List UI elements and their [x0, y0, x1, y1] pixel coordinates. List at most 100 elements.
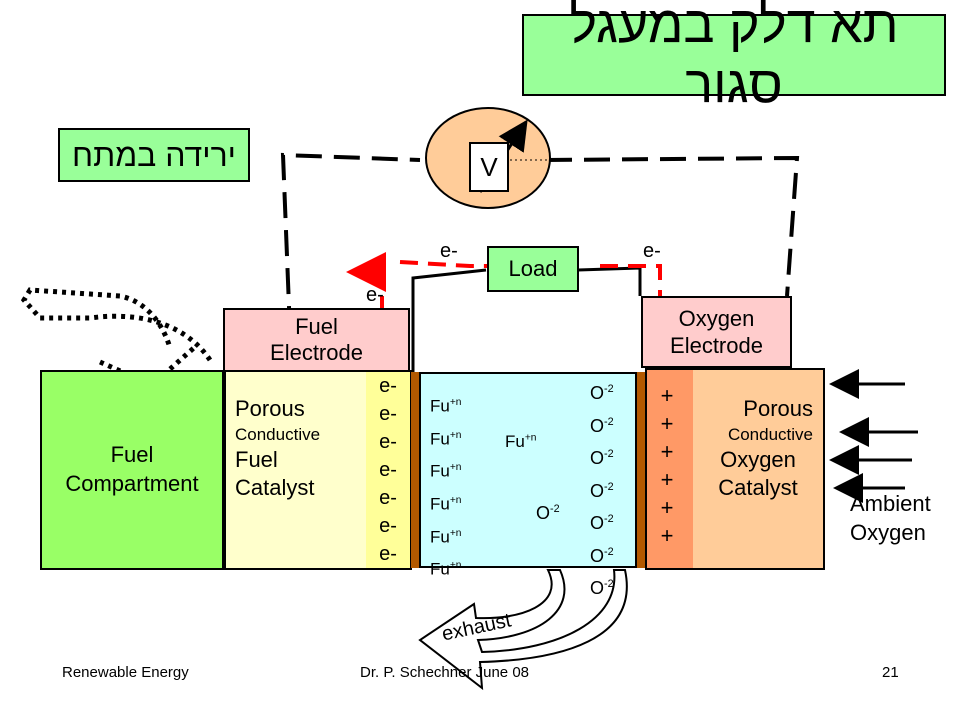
- oxygen-ion-charge: -2: [604, 415, 614, 428]
- fuel-ion-charge: +n: [449, 429, 462, 441]
- oxygen-ion-base: O: [590, 448, 605, 468]
- fuel-catalyst-line2: Conductive: [235, 424, 321, 444]
- oxygen-catalyst-line2: Conductive: [727, 424, 813, 444]
- oxygen-ion-charge: -2: [604, 448, 614, 460]
- load-wire-left: [411, 268, 487, 372]
- fuel-ion-base: Fu: [430, 527, 450, 547]
- ambient-oxygen-line2: Oxygen: [850, 519, 926, 545]
- load-wire-right: [577, 266, 642, 296]
- electron-label-right: e-: [643, 240, 661, 262]
- oxygen-ion-base: O: [590, 545, 605, 566]
- oxygen-ion-base: O: [590, 578, 605, 598]
- positive-charge-column: + + + + + +: [647, 382, 687, 550]
- ambient-oxygen-label: Ambient Oxygen: [850, 490, 931, 547]
- oxygen-ion-label: O-2: [590, 440, 614, 473]
- positive-charge-label: +: [660, 467, 674, 492]
- oxygen-ion-charge: -2: [604, 383, 614, 395]
- fuel-ion-label: Fu+n: [430, 453, 461, 486]
- oxygen-ion-base: O: [590, 415, 605, 436]
- fuel-catalyst-line4: Catalyst: [235, 475, 315, 501]
- oxygen-catalyst-line1: Porous: [743, 396, 813, 421]
- electron-label: e-: [379, 515, 397, 537]
- electron-strip: [366, 372, 410, 568]
- fuel-electrode-line1: Fuel: [295, 313, 338, 339]
- electron-label: e-: [379, 543, 397, 565]
- fuel-catalyst-line1: Porous: [235, 396, 305, 421]
- fuel-ion-base: Fu: [430, 429, 450, 449]
- fuel-ion-label: Fu+n: [430, 388, 461, 421]
- fuel-ion-arrow-label-base: Fu: [505, 432, 525, 451]
- oxygen-ion-base: O: [590, 383, 605, 403]
- footer-author-date: Dr. P. Schechner June 08: [360, 664, 529, 681]
- oxygen-ion-label: O-2: [590, 538, 614, 571]
- oxygen-electrode: Oxygen Electrode: [641, 296, 792, 368]
- oxygen-side-separator: [637, 372, 645, 568]
- load-label: Load: [508, 256, 558, 281]
- fuel-ion-label: Fu+n: [430, 486, 461, 519]
- oxygen-ion-arrow-label-charge: -2: [550, 503, 560, 515]
- footer-page-number: 21: [882, 664, 899, 681]
- fuel-ion-charge: +n: [449, 494, 462, 506]
- fuel-ion-charge: +n: [449, 527, 462, 539]
- electron-label: e-: [379, 431, 397, 453]
- oxygen-catalyst-text: Porous Conductive Oxygen Catalyst: [693, 395, 823, 503]
- electron-label: e-: [379, 403, 397, 425]
- positive-charge-label: +: [660, 383, 674, 408]
- oxygen-catalyst-line3: Oxygen: [720, 446, 796, 472]
- fuel-ion-base: Fu: [430, 461, 450, 481]
- positive-charge-label: +: [660, 523, 674, 548]
- exhaust-arrow: [418, 569, 628, 691]
- voltmeter-wire: [280, 152, 800, 333]
- fuel-electrode-line2: Electrode: [270, 340, 363, 365]
- oxygen-ion-base: O: [590, 513, 605, 533]
- electron-label-side: e-: [366, 284, 384, 306]
- oxygen-electrode-line2: Electrode: [670, 333, 763, 358]
- electron-label: e-: [379, 487, 397, 509]
- electron-label-left: e-: [440, 240, 458, 262]
- voltmeter-box: V: [469, 142, 509, 192]
- fuel-compartment: Fuel Compartment: [40, 370, 224, 570]
- fuel-electrode: Fuel Electrode: [223, 308, 410, 372]
- fuel-ion-arrow-label: Fu+n: [505, 432, 536, 452]
- electrolyte: [419, 372, 637, 568]
- electron-column: e-e-e-e-e-e-e-: [366, 372, 410, 568]
- fuel-catalyst-line3: Fuel: [235, 446, 278, 472]
- fuel-catalyst-text: Porous Conductive Fuel Catalyst: [235, 395, 320, 503]
- oxygen-ion-charge: -2: [604, 545, 614, 558]
- oxygen-ion-label: O-2: [590, 473, 614, 506]
- oxygen-ion-label: O-2: [590, 570, 614, 603]
- ambient-oxygen-arrows: [829, 369, 918, 503]
- page-title: תא דלק במעגל סגור: [522, 0, 946, 114]
- fuel-ion-arrow-label-charge: +n: [524, 432, 537, 444]
- oxygen-electrode-line1: Oxygen: [678, 305, 755, 331]
- oxygen-catalyst-line4: Catalyst: [718, 475, 798, 501]
- fuel-ion-base: Fu: [430, 559, 450, 579]
- oxygen-ion-arrow-label-base: O: [536, 503, 551, 523]
- fuel-ion-charge: +n: [449, 560, 462, 572]
- plus-strip: [647, 370, 693, 568]
- fuel-ion-label: Fu+n: [430, 421, 461, 454]
- oxygen-ion-charge: -2: [604, 578, 614, 590]
- fuel-compartment-line2: Compartment: [65, 471, 199, 496]
- fuel-ion-charge: +n: [449, 462, 462, 474]
- oxygen-ion-label: O-2: [590, 408, 614, 441]
- fuel-ion-label: Fu+n: [430, 551, 461, 584]
- fuel-ion-label: Fu+n: [430, 519, 461, 552]
- electron-label: e-: [379, 375, 397, 397]
- positive-charge-label: +: [660, 411, 674, 436]
- positive-charge-label: +: [660, 495, 674, 520]
- load-box: Load: [487, 246, 579, 292]
- oxygen-ion-base: O: [590, 480, 605, 501]
- fuel-ion-charge: +n: [449, 397, 462, 408]
- footer-course: Renewable Energy: [62, 664, 189, 681]
- positive-charge-label: +: [660, 439, 674, 464]
- fuel-inlet-arrow: [20, 287, 213, 362]
- fuel-compartment-line1: Fuel: [110, 442, 154, 468]
- voltmeter-label: V: [480, 151, 498, 182]
- oxygen-ion-charge: -2: [604, 513, 614, 525]
- oxygen-ion-arrow-label: O-2: [536, 503, 560, 524]
- ambient-oxygen-line1: Ambient: [850, 491, 931, 516]
- voltage-drop-label: ירידה במתח: [58, 128, 250, 182]
